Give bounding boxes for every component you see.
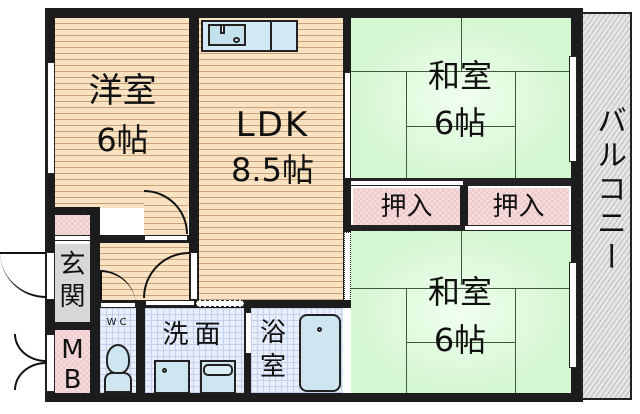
mb-door-lower-icon xyxy=(14,362,46,390)
entrance-door-frame xyxy=(46,252,55,300)
closet-left xyxy=(353,188,460,225)
closet-left-label: 押入 xyxy=(380,192,433,222)
japanese-room-bottom-name: 和室 xyxy=(427,273,492,311)
japanese-room-bottom-window xyxy=(569,262,577,368)
tatami-line xyxy=(515,288,516,393)
tatami-line xyxy=(351,71,571,72)
tatami-line xyxy=(515,71,516,180)
storage-door xyxy=(55,235,90,241)
entrance-label-2: 関 xyxy=(59,282,86,312)
mb-door-upper-icon xyxy=(14,334,46,362)
washroom-vent xyxy=(196,300,244,307)
closet-left-sliding-door xyxy=(351,180,463,186)
ldk-size: 8.5帖 xyxy=(231,151,314,189)
tatami-line xyxy=(406,71,407,180)
western-room-name: 洋室 xyxy=(88,71,157,111)
meter-box xyxy=(55,330,90,393)
balcony xyxy=(581,12,632,400)
wall-western-ldk xyxy=(189,8,199,308)
toilet-tank-icon xyxy=(104,372,132,393)
bathroom-label-1: 浴 xyxy=(259,318,286,348)
entrance-door-icon xyxy=(0,252,46,298)
mb-label-1: M xyxy=(61,335,84,365)
wall-western-bottom xyxy=(55,207,100,215)
ldk-room xyxy=(199,18,343,308)
entrance-label-1: 玄 xyxy=(59,250,86,280)
kitchen-drain xyxy=(233,37,240,43)
japanese-room-bottom-size: 6帖 xyxy=(433,321,487,359)
japanese-room-top xyxy=(351,18,571,180)
wall-closet-bottom xyxy=(351,225,571,231)
washroom-label: 洗面 xyxy=(162,320,227,350)
washing-machine-dot xyxy=(162,368,167,373)
wall-wc-washroom xyxy=(136,305,145,395)
western-room-size: 6帖 xyxy=(96,121,149,159)
tatami-line xyxy=(406,342,516,343)
closet-right-sliding-door xyxy=(465,225,571,231)
japanese-room-top-window xyxy=(569,56,577,162)
tatami-line xyxy=(461,231,462,285)
small-storage xyxy=(55,215,90,235)
outer-wall-bottom xyxy=(45,393,583,402)
entrance xyxy=(55,244,90,322)
mb-label-2: B xyxy=(63,365,82,395)
mb-door-frame xyxy=(46,334,55,392)
western-room xyxy=(55,18,190,208)
toilet-bowl-icon xyxy=(106,344,130,374)
washbasin-bowl xyxy=(203,364,233,376)
ldk-door-frame xyxy=(190,252,198,300)
japanese-room-bottom xyxy=(351,231,571,393)
japanese-room-top-size: 6帖 xyxy=(433,104,487,142)
closet-right xyxy=(468,188,569,225)
western-door-frame xyxy=(144,235,188,241)
washing-machine-icon xyxy=(154,360,190,394)
wc-label: WC xyxy=(106,317,130,328)
tatami-line xyxy=(406,288,407,393)
ldk-name: LDK xyxy=(235,105,310,145)
kitchen-faucet xyxy=(220,24,225,34)
tatami-line xyxy=(351,288,571,289)
wall-entrance-right xyxy=(90,244,100,394)
closet-right-label: 押入 xyxy=(492,192,545,222)
kitchen-counter-divider xyxy=(270,20,272,52)
tatami-line xyxy=(461,18,462,72)
outer-wall-top xyxy=(45,8,583,18)
wall-mb-top xyxy=(55,322,90,330)
hall-to-western xyxy=(144,200,188,235)
washroom-door-frame xyxy=(145,300,195,306)
western-room-window xyxy=(47,62,55,174)
wall-closet-divider xyxy=(460,186,468,230)
wall-storage-right xyxy=(90,208,100,248)
balcony-label: バルコニー xyxy=(591,105,626,275)
japanese-room-top-name: 和室 xyxy=(427,57,492,95)
tatami-line xyxy=(406,126,516,127)
bathtub-icon xyxy=(299,314,341,392)
sliding-door-ldk-japanese-top xyxy=(344,72,351,179)
outer-wall-left xyxy=(45,8,55,401)
wc-door-frame xyxy=(100,302,136,308)
sliding-door-ldk-japanese-bottom xyxy=(344,232,351,307)
kitchen-sink xyxy=(208,24,246,46)
bathtub-drain xyxy=(317,327,322,332)
bathroom-label-2: 室 xyxy=(259,352,286,382)
